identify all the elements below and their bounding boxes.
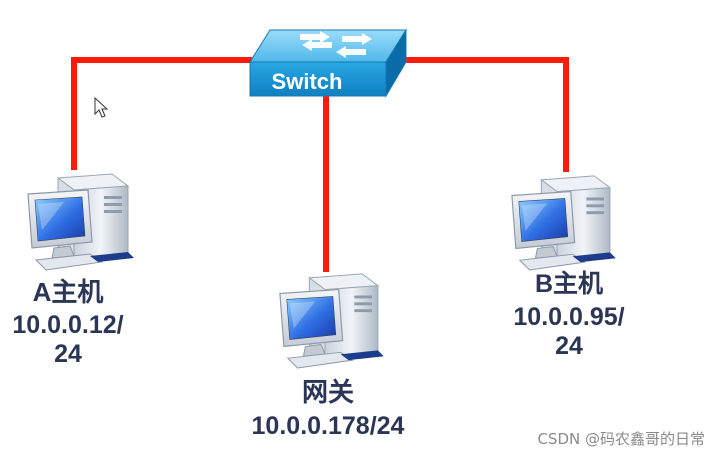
desktop-computer-icon bbox=[511, 175, 617, 271]
gateway-ip: 10.0.0.178/24 bbox=[251, 411, 405, 440]
host-a-ip-line1: 10.0.0.12/ bbox=[12, 310, 124, 339]
link-switch-to-host-a bbox=[71, 57, 252, 170]
network-switch-icon: Switch bbox=[249, 28, 407, 98]
host-b-ip-line2: 24 bbox=[555, 331, 583, 360]
host-a-label: A主机 10.0.0.12/ 24 bbox=[0, 277, 136, 368]
watermark-text: CSDN @码农鑫哥的日常 bbox=[537, 430, 705, 448]
gateway-name: 网关 bbox=[301, 377, 354, 407]
mouse-pointer-icon bbox=[94, 96, 109, 118]
desktop-computer-icon bbox=[27, 173, 135, 271]
gateway-label: 网关 10.0.0.178/24 bbox=[220, 377, 436, 441]
host-b-label: B主机 10.0.0.95/ 24 bbox=[495, 270, 643, 360]
link-switch-to-host-b bbox=[404, 57, 569, 172]
network-links bbox=[71, 57, 569, 272]
host-a-ip-line2: 24 bbox=[54, 339, 82, 368]
host-a-name: A主机 bbox=[32, 277, 104, 307]
switch-label: Switch bbox=[272, 69, 343, 94]
desktop-computer-icon bbox=[279, 273, 385, 369]
host-b-ip-line1: 10.0.0.95/ bbox=[513, 302, 625, 331]
host-b-name: B主机 bbox=[534, 270, 604, 298]
